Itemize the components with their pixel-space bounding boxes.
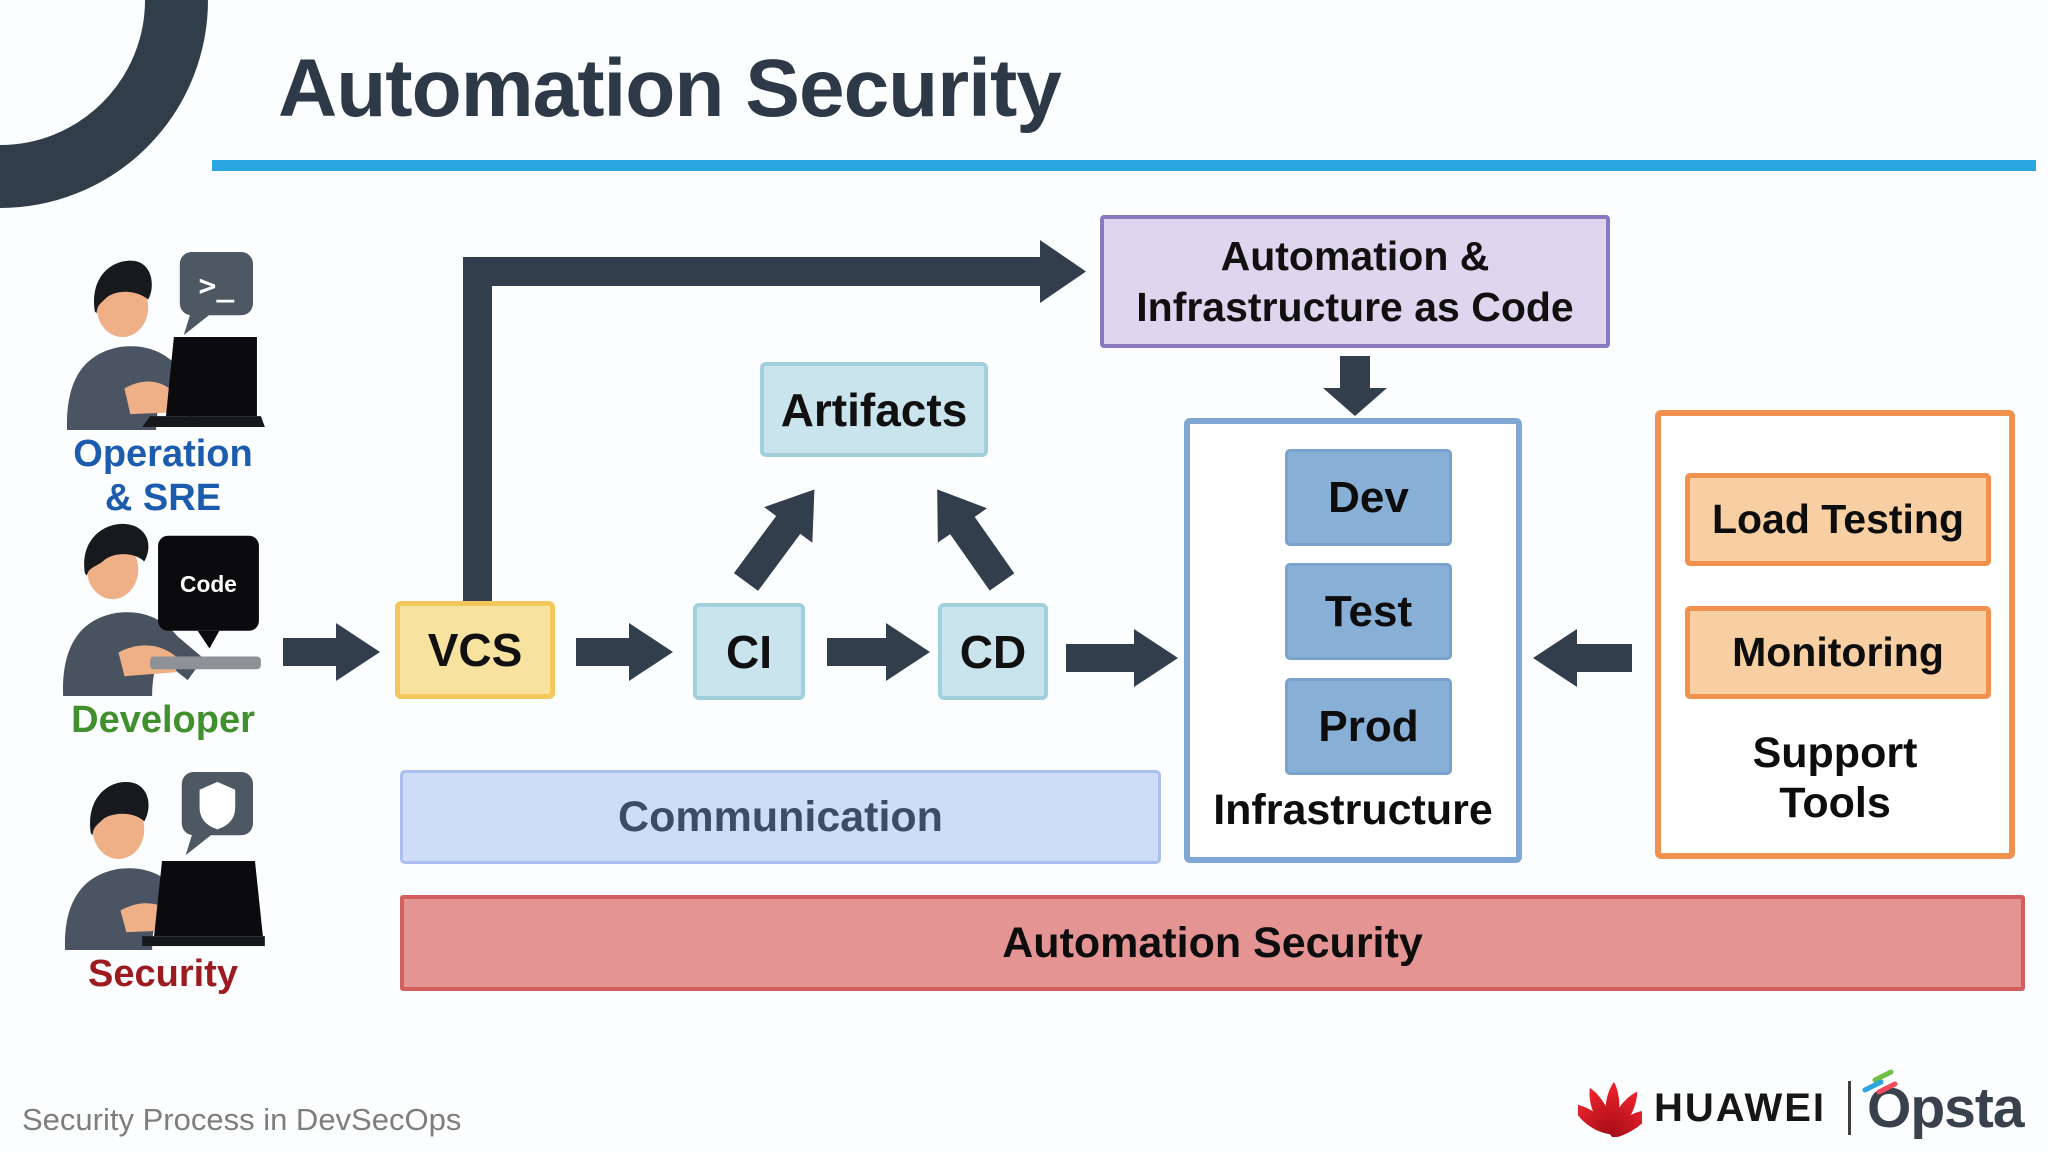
vcs-box: VCS [395,601,555,699]
brand-logos: HUAWEI Opsta [1578,1069,2025,1144]
huawei-wordmark: HUAWEI [1654,1085,1826,1130]
huawei-flower-icon [1578,1081,1642,1137]
ci-box: CI [693,603,805,700]
security-icon [64,772,265,950]
support-tools-box: Load Testing Monitoring Support Tools [1655,410,2015,859]
arrow-ci-to-artifacts [733,489,815,591]
artifacts-box: Artifacts [760,362,988,457]
operation-sre-icon: >_ [66,252,265,430]
env-box-test: Test [1285,563,1452,660]
communication-bar: Communication [400,770,1161,864]
infrastructure-label: Infrastructure [1213,786,1493,834]
terminal-bubble-icon: >_ [179,252,253,336]
svg-text:Code: Code [180,571,237,597]
artifacts-label: Artifacts [780,383,968,436]
arrow-developer-to-vcs [283,623,380,681]
opsta-wordmark: Opsta [1862,1069,2025,1137]
cd-label: CD [959,625,1027,678]
persona-security: Security [38,772,288,996]
svg-text:>_: >_ [199,268,235,303]
automation-iac-box: Automation & Infrastructure as Code [1100,215,1610,348]
opsta-dashes-icon [1862,1069,1898,1094]
iac-line-2: Infrastructure as Code [1136,283,1574,330]
persona-security-label: Security [88,953,238,995]
automation-security-label: Automation Security [1002,918,1423,967]
vcs-label: VCS [427,624,523,676]
monitoring-box: Monitoring [1685,606,1991,699]
arrow-iac-to-infrastructure [1323,356,1387,416]
laptop-icon [142,337,265,428]
persona-operation-sre: >_ Operation & SRE [38,252,288,520]
env-box-prod: Prod [1285,678,1452,775]
load-testing-box: Load Testing [1685,473,1991,566]
opsta-text: Opsta [1867,1075,2025,1140]
support-tools-label: Support Tools [1752,728,1918,828]
persona-developer-label: Developer [71,699,255,741]
infrastructure-box: Dev Test Prod Infrastructure [1184,418,1522,863]
corner-ring-decoration [0,0,208,208]
persona-operation-sre-label: Operation & SRE [73,433,253,520]
arrow-vcs-to-ci [576,623,673,681]
arrow-support-to-infrastructure [1533,629,1632,687]
communication-label: Communication [618,792,943,841]
title-underline [212,160,2036,171]
brand-divider [1848,1081,1851,1135]
automation-security-bar: Automation Security [400,895,2025,991]
ci-label: CI [726,625,772,678]
code-monitor-icon: Code [150,535,261,670]
laptop-icon [142,861,265,947]
footer-caption: Security Process in DevSecOps [22,1102,462,1137]
shield-bubble-icon [181,772,253,856]
persona-developer: Code Developer [38,518,288,742]
arrow-cd-to-artifacts [937,489,1015,591]
arrow-cd-to-infrastructure [1066,629,1178,687]
developer-icon: Code [62,523,261,696]
env-box-dev: Dev [1285,449,1452,546]
iac-line-1: Automation & [1220,233,1490,280]
cd-box: CD [938,603,1048,700]
arrow-ci-to-cd [827,623,930,681]
page-title: Automation Security [278,43,1062,134]
